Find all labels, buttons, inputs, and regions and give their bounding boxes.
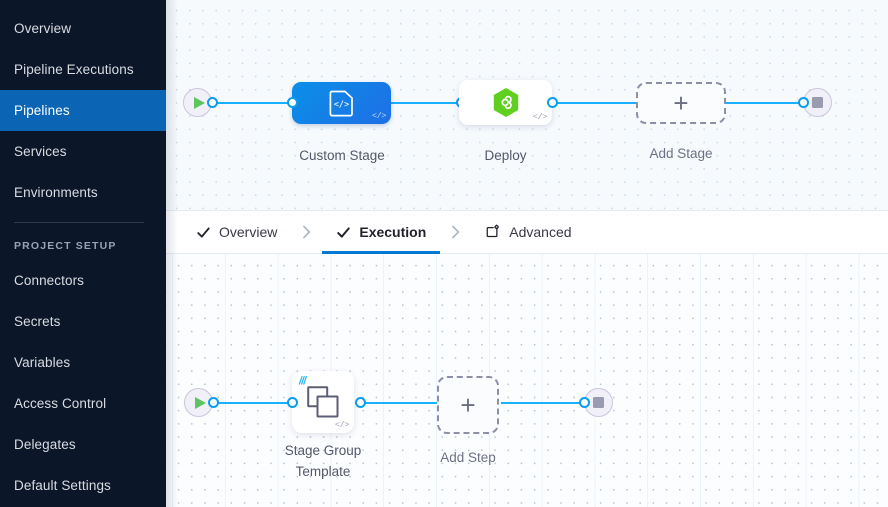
step-label-add-step: Add Step: [440, 450, 496, 465]
sidebar-item-access-control[interactable]: Access Control: [0, 383, 166, 424]
sidebar-item-label: Services: [14, 144, 67, 159]
port-exec-start-out[interactable]: [208, 397, 219, 408]
chevron-right-icon: [303, 225, 311, 239]
harness-cd-infinity-hexagon-icon: [493, 88, 518, 117]
step-node-stage-group-template[interactable]: </>: [292, 371, 354, 433]
tab-advanced[interactable]: Advanced: [471, 211, 585, 253]
tab-separator: [291, 211, 322, 253]
stage-label-deploy: Deploy: [484, 148, 527, 163]
edge-start-to-custom-stage: [197, 102, 318, 104]
sidebar-divider: [14, 222, 144, 223]
sidebar-item-overview[interactable]: Overview: [0, 8, 166, 49]
tab-overview[interactable]: Overview: [182, 211, 291, 253]
sidebar-item-secrets[interactable]: Secrets: [0, 301, 166, 342]
svg-text:</>: </>: [333, 100, 349, 110]
stage-canvas[interactable]: </> </> Custom Stage </> Deploy + Add: [166, 0, 888, 210]
stage-node-deploy[interactable]: </>: [459, 80, 552, 125]
sidebar-item-label: Pipelines: [14, 103, 70, 118]
sidebar-item-variables[interactable]: Variables: [0, 342, 166, 383]
sidebar-item-pipelines[interactable]: Pipelines: [0, 90, 166, 131]
sidebar-item-default-settings[interactable]: Default Settings: [0, 465, 166, 506]
sidebar-item-delegates[interactable]: Delegates: [0, 424, 166, 465]
sidebar-item-label: Environments: [14, 185, 98, 200]
sidebar-item-pipeline-executions[interactable]: Pipeline Executions: [0, 49, 166, 90]
sidebar-item-connectors[interactable]: Connectors: [0, 260, 166, 301]
stacked-squares-icon: [307, 386, 339, 418]
custom-stage-code-icon: </>: [329, 90, 353, 117]
edge-stage-group-to-add-step: [360, 402, 442, 404]
sidebar-item-label: Pipeline Executions: [14, 62, 134, 77]
sidebar-item-label: Variables: [14, 355, 71, 370]
chevron-right-icon: [452, 225, 460, 239]
tab-label: Execution: [359, 224, 427, 240]
stop-icon: [593, 397, 604, 408]
template-library-icon: [298, 375, 308, 385]
code-marker-icon: </>: [334, 420, 350, 430]
add-step-button[interactable]: +: [437, 376, 499, 434]
port-stage-group-out[interactable]: [355, 397, 366, 408]
sidebar-item-label: Overview: [14, 21, 72, 36]
stage-label-add-stage: Add Stage: [649, 146, 713, 161]
sidebar-item-label: Delegates: [14, 437, 76, 452]
play-icon: [194, 396, 206, 409]
port-end-in[interactable]: [798, 97, 809, 108]
edge-custom-stage-to-deploy: [390, 102, 489, 104]
play-icon: [193, 96, 205, 109]
check-icon: [197, 226, 210, 238]
step-label-stage-group-template: Stage Group Template: [284, 443, 362, 479]
tab-separator: [440, 211, 471, 253]
edge-exec-start-to-stage-group: [198, 402, 298, 404]
code-marker-icon: </>: [371, 111, 387, 121]
edge-add-stage-to-end: [711, 102, 823, 104]
sidebar-item-label: Secrets: [14, 314, 61, 329]
tab-execution[interactable]: Execution: [322, 211, 441, 254]
stage-config-tabbar: Overview Execution: [166, 210, 888, 254]
port-deploy-out[interactable]: [547, 97, 558, 108]
plus-icon: +: [673, 88, 689, 118]
port-custom-stage-in[interactable]: [287, 97, 298, 108]
port-start-out[interactable]: [207, 97, 218, 108]
add-stage-button[interactable]: +: [636, 82, 726, 124]
pipeline-studio-content: </> </> Custom Stage </> Deploy + Add: [166, 0, 888, 507]
sidebar-item-label: Connectors: [14, 273, 85, 288]
code-marker-icon: </>: [532, 112, 548, 122]
stop-icon: [812, 97, 823, 108]
port-exec-end-in[interactable]: [579, 397, 590, 408]
sidebar-item-label: Default Settings: [14, 478, 111, 493]
main-sidebar: Overview Pipeline Executions Pipelines S…: [0, 0, 166, 507]
stage-node-custom-stage[interactable]: </> </>: [292, 82, 391, 124]
sidebar-item-environments[interactable]: Environments: [0, 172, 166, 213]
advanced-box-gear-icon: [486, 224, 500, 238]
stage-label-custom-stage: Custom Stage: [299, 148, 385, 163]
edge-deploy-to-add-stage: [551, 102, 649, 104]
edge-add-step-to-exec-end: [501, 402, 591, 404]
tab-label: Overview: [219, 224, 278, 240]
sidebar-section-project-setup: PROJECT SETUP: [14, 240, 117, 252]
check-icon: [337, 226, 351, 238]
sidebar-item-services[interactable]: Services: [0, 131, 166, 172]
tab-label: Advanced: [509, 224, 572, 240]
sidebar-item-label: Access Control: [14, 396, 107, 411]
port-stage-group-in[interactable]: [287, 397, 298, 408]
plus-icon: +: [460, 390, 476, 420]
execution-canvas[interactable]: </> Stage Group Template + Add Step: [166, 254, 888, 507]
